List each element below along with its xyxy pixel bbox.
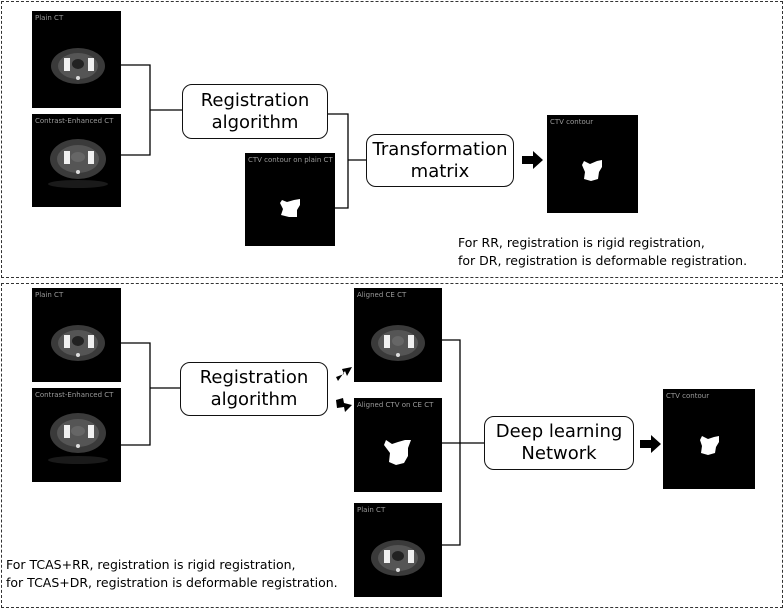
top-registration-algorithm-box: Registration algorithm [182,84,328,139]
top-second-bracket [328,113,349,209]
bottom-arrow-to-aligned-ce [336,367,352,381]
bottom-arrow-to-aligned-ctv [336,398,352,412]
pelvis-ct-graphic [48,139,108,188]
top-ctv-on-plain-image: CTV contour on plain CT [245,153,335,246]
top-output-arrow [522,151,543,169]
bottom-deep-learning-network-box: Deep learning Network [484,416,634,470]
image-label: CTV contour [666,392,710,400]
top-ctv-output-image: CTV contour [547,115,638,213]
bottom-ctv-output-image: CTV contour [663,389,755,489]
pelvis-ct-graphic [51,48,105,84]
pelvis-ct-graphic [371,325,425,361]
arrows [336,151,661,453]
bottom-note-line-1: For TCAS+RR, registration is rigid regis… [6,557,296,572]
bottom-registration-algorithm-box: Registration algorithm [180,362,328,416]
pelvis-ct-graphic [51,325,105,361]
top-input-bracket [121,64,151,156]
image-label: CTV contour on plain CT [248,156,333,164]
bottom-panel [1,283,783,608]
image-label: Aligned CTV on CE CT [357,401,434,409]
ctv-shape [700,436,719,455]
top-note-line-2: for DR, registration is deformable regis… [458,253,748,268]
ctv-shape [384,440,411,465]
image-label: CTV contour [550,118,594,126]
bottom-input-bracket [121,342,151,446]
top-note: For RR, registration is rigid registrati… [458,234,747,270]
bottom-plain-ct-2-image: Plain CT [354,503,442,597]
bottom-output-arrow [640,435,661,453]
image-label: Plain CT [357,506,386,514]
top-transformation-matrix-box: Transformation matrix [366,134,514,187]
bottom-note-line-2: for TCAS+DR, registration is deformable … [6,575,338,590]
pelvis-ct-graphic [371,540,425,576]
bottom-contrast-ct-image: Contrast-Enhanced CT [32,388,121,482]
image-label: Contrast-Enhanced CT [35,391,114,399]
ctv-shape [280,199,300,217]
bottom-note: For TCAS+RR, registration is rigid regis… [6,556,338,592]
image-label: Contrast-Enhanced CT [35,117,114,125]
pelvis-ct-graphic [48,413,108,464]
top-note-line-1: For RR, registration is rigid registrati… [458,235,705,250]
image-label: Aligned CE CT [357,291,407,299]
image-label: Plain CT [35,291,64,299]
bottom-aligned-ce-image: Aligned CE CT [354,288,442,382]
bottom-aligned-ctv-image: Aligned CTV on CE CT [354,398,442,492]
bottom-plain-ct-image: Plain CT [32,288,121,382]
top-contrast-ct-image: Contrast-Enhanced CT [32,114,121,207]
ctv-shape [582,160,602,181]
top-panel [1,1,783,278]
image-label: Plain CT [35,14,64,22]
top-plain-ct-image: Plain CT [32,11,121,108]
